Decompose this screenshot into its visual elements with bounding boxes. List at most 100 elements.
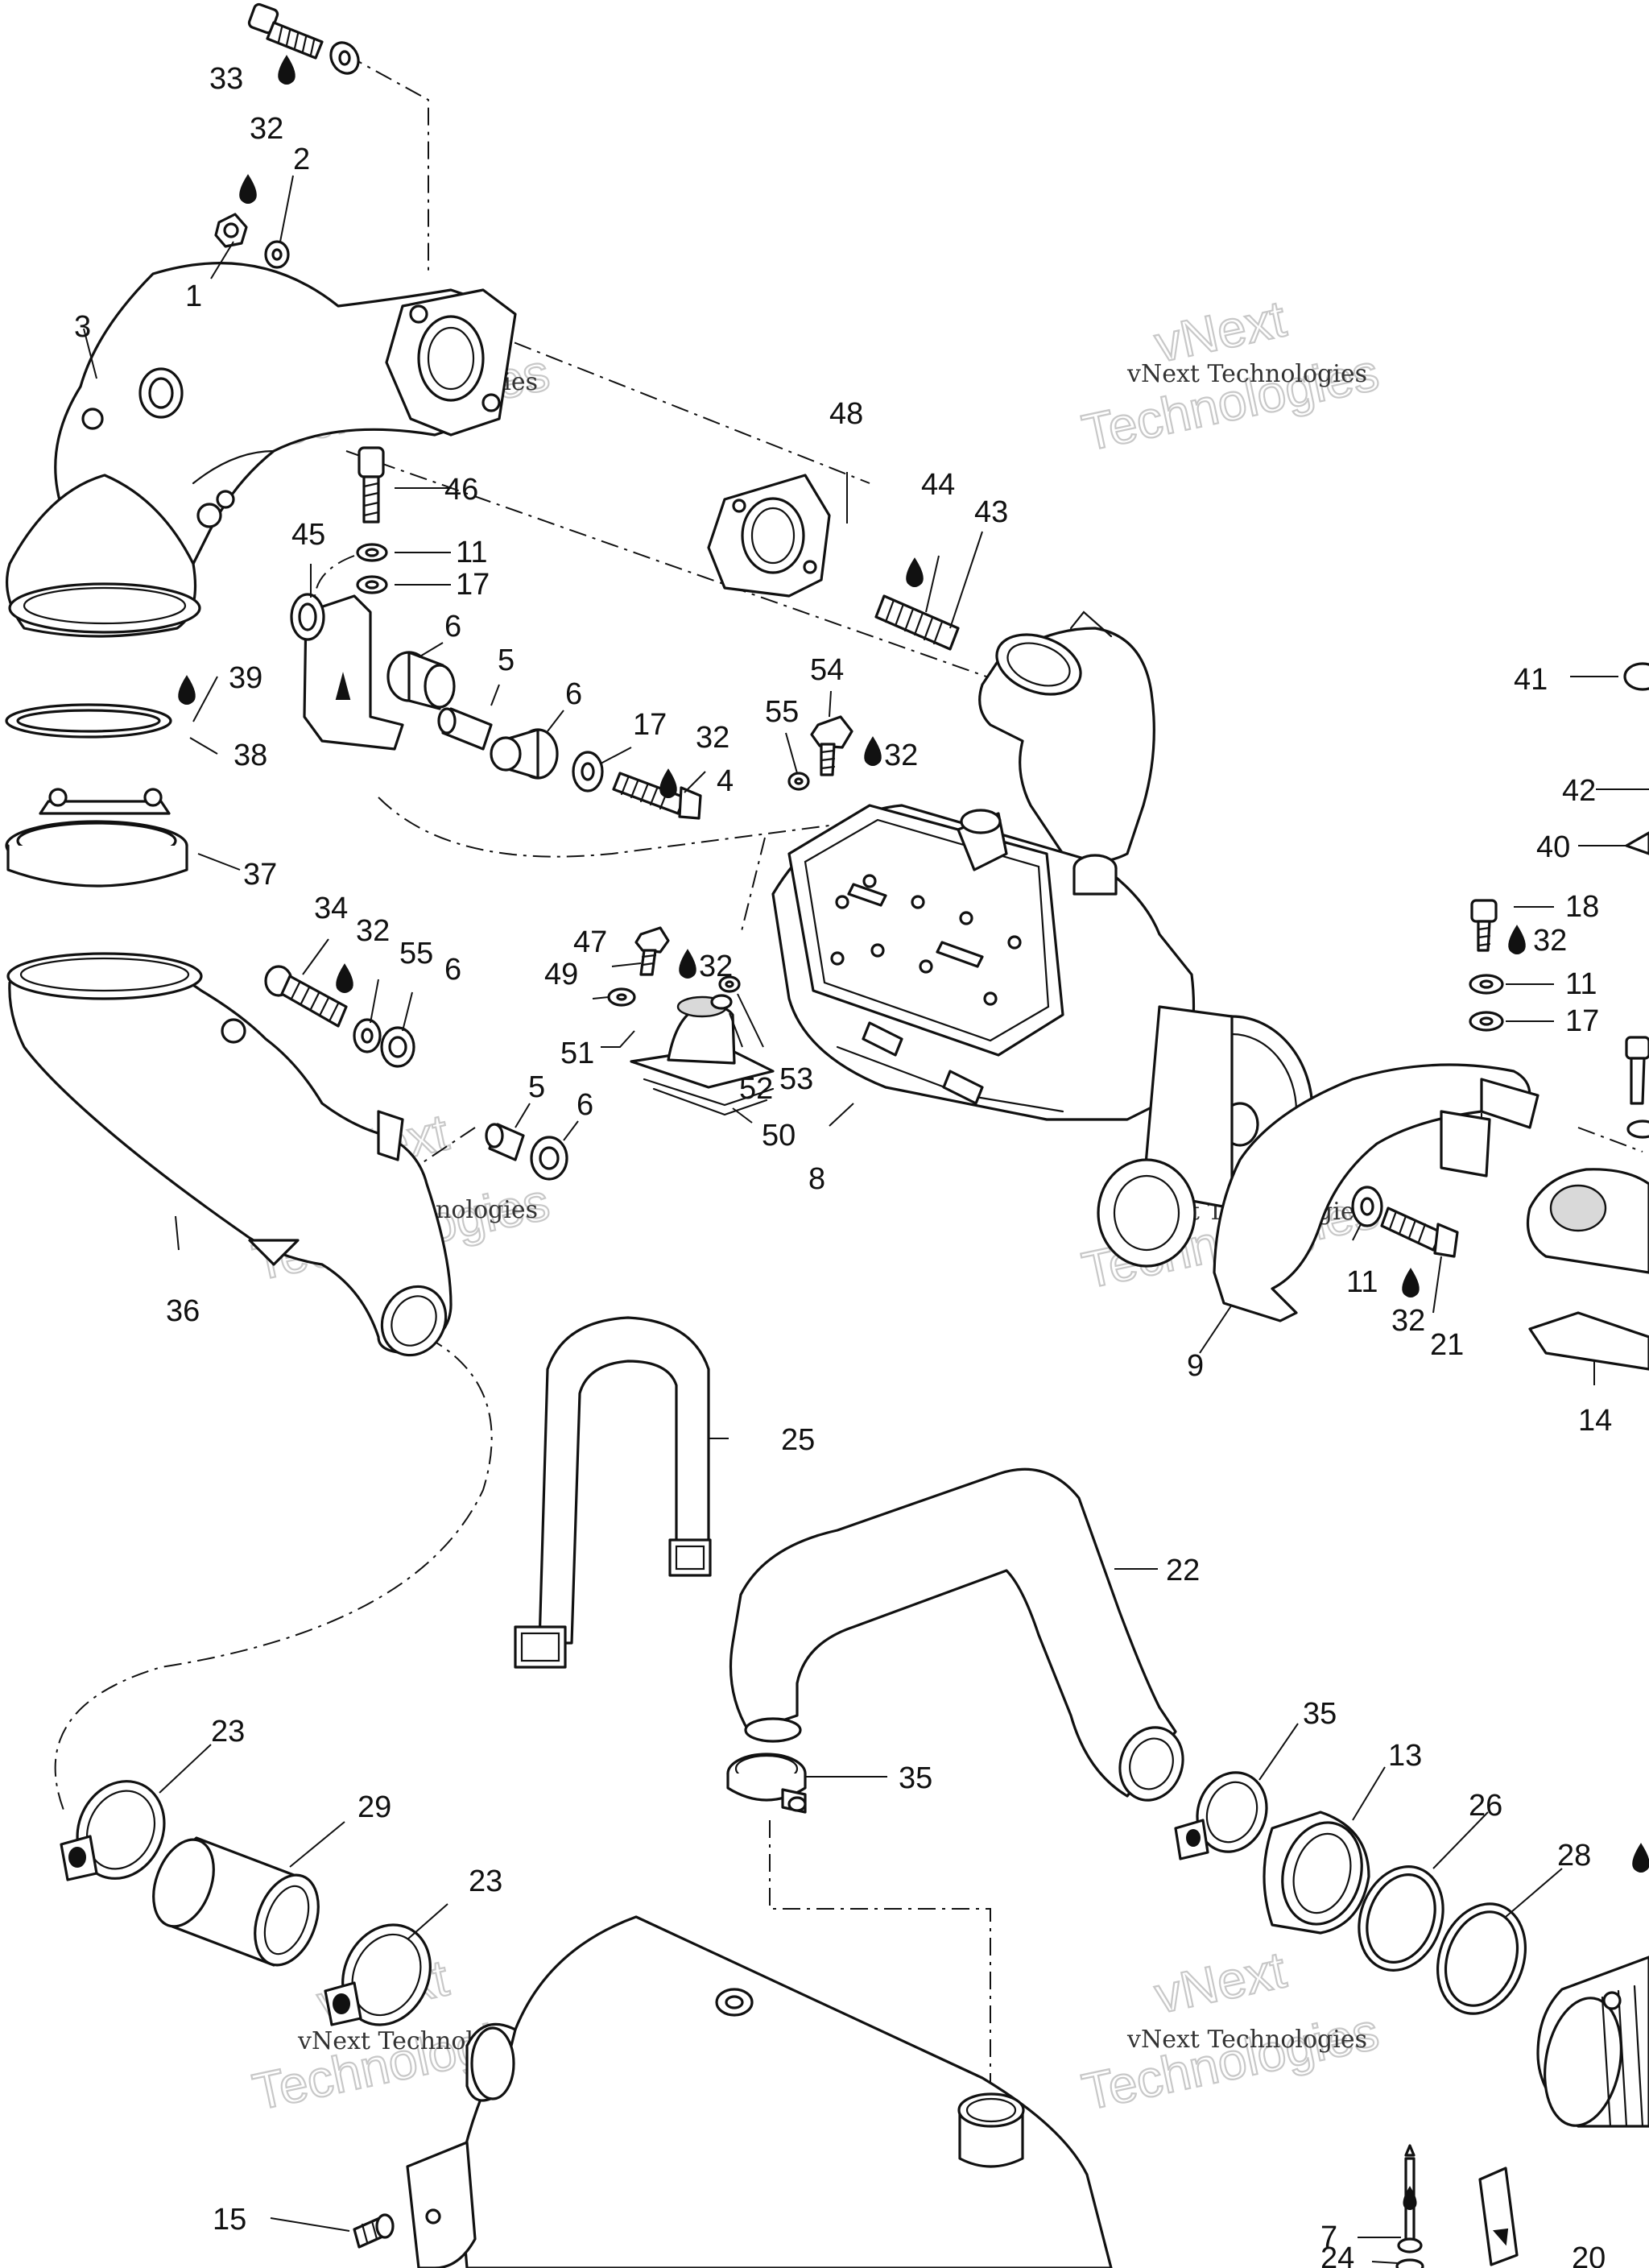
loctite-drop-icon — [1403, 2186, 1417, 2210]
hose-clamp-35a — [726, 1753, 807, 1814]
callout-17: 17 — [456, 568, 490, 602]
callout-18: 18 — [1565, 890, 1599, 924]
clamp-37 — [5, 788, 188, 888]
watermark-line: vNext Technologies — [1126, 360, 1367, 388]
callout-35: 35 — [1303, 1697, 1337, 1731]
callout-41: 41 — [1514, 663, 1548, 697]
grommet-6b — [490, 728, 559, 780]
stud-43 — [874, 594, 960, 651]
support-14 — [1526, 1168, 1649, 1371]
loctite-drop-icon — [659, 768, 677, 798]
callout-11: 11 — [1565, 967, 1597, 1001]
grommet-6a — [386, 651, 456, 710]
callout-25: 25 — [781, 1423, 815, 1457]
callout-54: 54 — [810, 653, 844, 687]
watermark-big-top: vNext — [1150, 1940, 1291, 2024]
callout-21: 21 — [1430, 1328, 1464, 1362]
loctite-drop-icon — [178, 675, 196, 705]
bolt-47 — [634, 926, 670, 976]
washer-2 — [329, 41, 360, 75]
callout-44: 44 — [921, 468, 955, 502]
callout-29: 29 — [357, 1790, 391, 1824]
callout-39: 39 — [229, 661, 262, 695]
loctite-drop-icon — [679, 949, 696, 979]
bolt-33 — [247, 2, 324, 60]
washer-52 — [710, 994, 733, 1010]
screw-15 — [353, 2213, 395, 2249]
spacer-5a — [437, 707, 493, 751]
strap-bottom — [406, 2141, 477, 2268]
callout-36: 36 — [166, 1294, 200, 1328]
callout-6: 6 — [565, 677, 582, 711]
sleeve-29 — [152, 1836, 320, 1967]
muffler-body — [457, 1915, 1113, 2268]
callout-40: 40 — [1536, 830, 1570, 864]
callout-37: 37 — [243, 858, 277, 892]
callout-5: 5 — [528, 1070, 545, 1104]
leader-lines — [83, 175, 1649, 2264]
exhaust-pipe-36 — [6, 952, 453, 1357]
ring-26 — [1358, 1865, 1444, 1972]
loctite-drop-icon — [1632, 1843, 1649, 1873]
washer-2b — [264, 240, 290, 269]
callout-33: 33 — [209, 62, 243, 96]
watermark-line: vNext Technologies — [1126, 2026, 1367, 2054]
loctite-drop-icon — [278, 55, 295, 85]
bolt-4 — [612, 772, 702, 820]
washer-11b — [1351, 1186, 1383, 1227]
nut-1 — [214, 213, 248, 248]
callout-7: 7 — [1320, 2220, 1337, 2254]
bolt-54 — [810, 715, 853, 776]
spacer-5b — [485, 1123, 525, 1161]
callout-6: 6 — [444, 610, 461, 644]
callout-23: 23 — [211, 1715, 245, 1749]
bolt-21 — [1380, 1206, 1459, 1258]
callout-6: 6 — [444, 953, 461, 987]
callout-52: 52 — [739, 1072, 773, 1106]
ring-28 — [1436, 1902, 1527, 2015]
callout-43: 43 — [974, 495, 1008, 529]
hose-22 — [729, 1467, 1184, 1802]
callout-11: 11 — [456, 536, 487, 569]
callout-46: 46 — [444, 473, 478, 507]
muffler-assembly-8 — [771, 804, 1314, 1268]
washer-49 — [607, 987, 636, 1007]
callout-42: 42 — [1562, 774, 1596, 808]
washer-17c — [1469, 1011, 1504, 1032]
callout-32: 32 — [884, 739, 918, 772]
loctite-drop-icon — [906, 557, 924, 587]
washer-24 — [1395, 2258, 1424, 2268]
callout-45: 45 — [291, 518, 325, 552]
bolt-right-edge — [1625, 1036, 1649, 1139]
exhaust-manifold-3 — [5, 262, 517, 638]
heat-shield-9 — [1213, 1063, 1539, 1322]
callout-22: 22 — [1166, 1554, 1200, 1587]
bolt-18 — [1470, 899, 1498, 952]
callout-6: 6 — [577, 1088, 593, 1122]
watermark-big-bottom: Technologies — [1077, 2002, 1383, 2121]
callout-20: 20 — [1572, 2241, 1606, 2268]
hose-clamp-35b — [1174, 1771, 1268, 1860]
callout-24: 24 — [1320, 2241, 1354, 2268]
callout-labels: 1 2 3 33 32 46 11 17 45 6 5 6 17 32 4 39… — [74, 62, 1612, 2268]
callout-11: 11 — [1346, 1265, 1378, 1299]
loctite-drop-icon — [239, 174, 257, 204]
bolt-46 — [357, 446, 385, 524]
callout-48: 48 — [829, 397, 863, 431]
callout-32: 32 — [356, 914, 390, 948]
washer-55b — [787, 772, 810, 791]
washer-11c — [1469, 974, 1504, 995]
callout-32: 32 — [1533, 924, 1567, 958]
gasket-48 — [707, 474, 831, 598]
outlet-pipe — [1536, 1956, 1649, 2128]
loctite-drop-icon — [1402, 1268, 1420, 1297]
loctite-drop-icon — [336, 963, 353, 993]
loctite-icon-group — [178, 55, 1649, 2210]
part-20 — [1478, 2167, 1519, 2266]
callout-15: 15 — [213, 2203, 246, 2237]
callout-32: 32 — [250, 112, 283, 146]
strap-25 — [514, 1316, 712, 1669]
mount-51 — [630, 995, 775, 1116]
nut-53 — [718, 975, 741, 993]
part-41 — [1623, 662, 1649, 691]
